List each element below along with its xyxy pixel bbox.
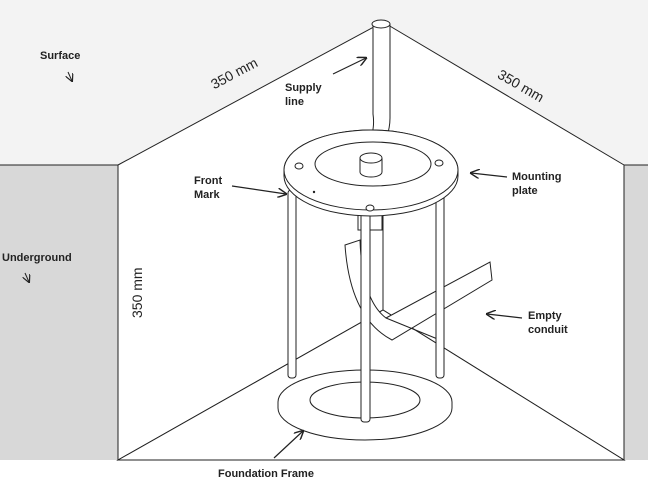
mounting-plate-label: Mounting plate <box>512 171 562 197</box>
front-mark-dot <box>312 190 316 194</box>
empty-conduit-label: Empty conduit <box>528 310 568 336</box>
empty-conduit-arrow <box>487 314 523 318</box>
rod-right <box>435 191 445 379</box>
foundation-frame-arrow <box>273 431 303 459</box>
surface-label: Surface <box>40 50 81 62</box>
mount-hole-right <box>434 159 444 167</box>
mounting-plate-arrow <box>471 173 508 177</box>
supply-line-arrow <box>332 58 366 75</box>
front-mark-label: Front Mark <box>194 175 223 201</box>
dimension-vertical: 350 mm <box>129 267 145 318</box>
mount-hole-front <box>365 204 375 212</box>
rod-left <box>287 189 297 379</box>
supply-line-label: Supply line <box>285 82 322 108</box>
foundation-frame-label: Foundation Frame <box>218 468 314 480</box>
underground-left-block <box>0 165 118 460</box>
underground-arrow <box>25 272 29 282</box>
underground-right-block <box>624 165 648 460</box>
front-mark-arrow <box>231 185 286 194</box>
mount-hole-left <box>294 162 304 170</box>
underground-label: Underground <box>2 252 72 264</box>
rod-front <box>360 209 371 423</box>
surface-arrow <box>68 71 72 81</box>
